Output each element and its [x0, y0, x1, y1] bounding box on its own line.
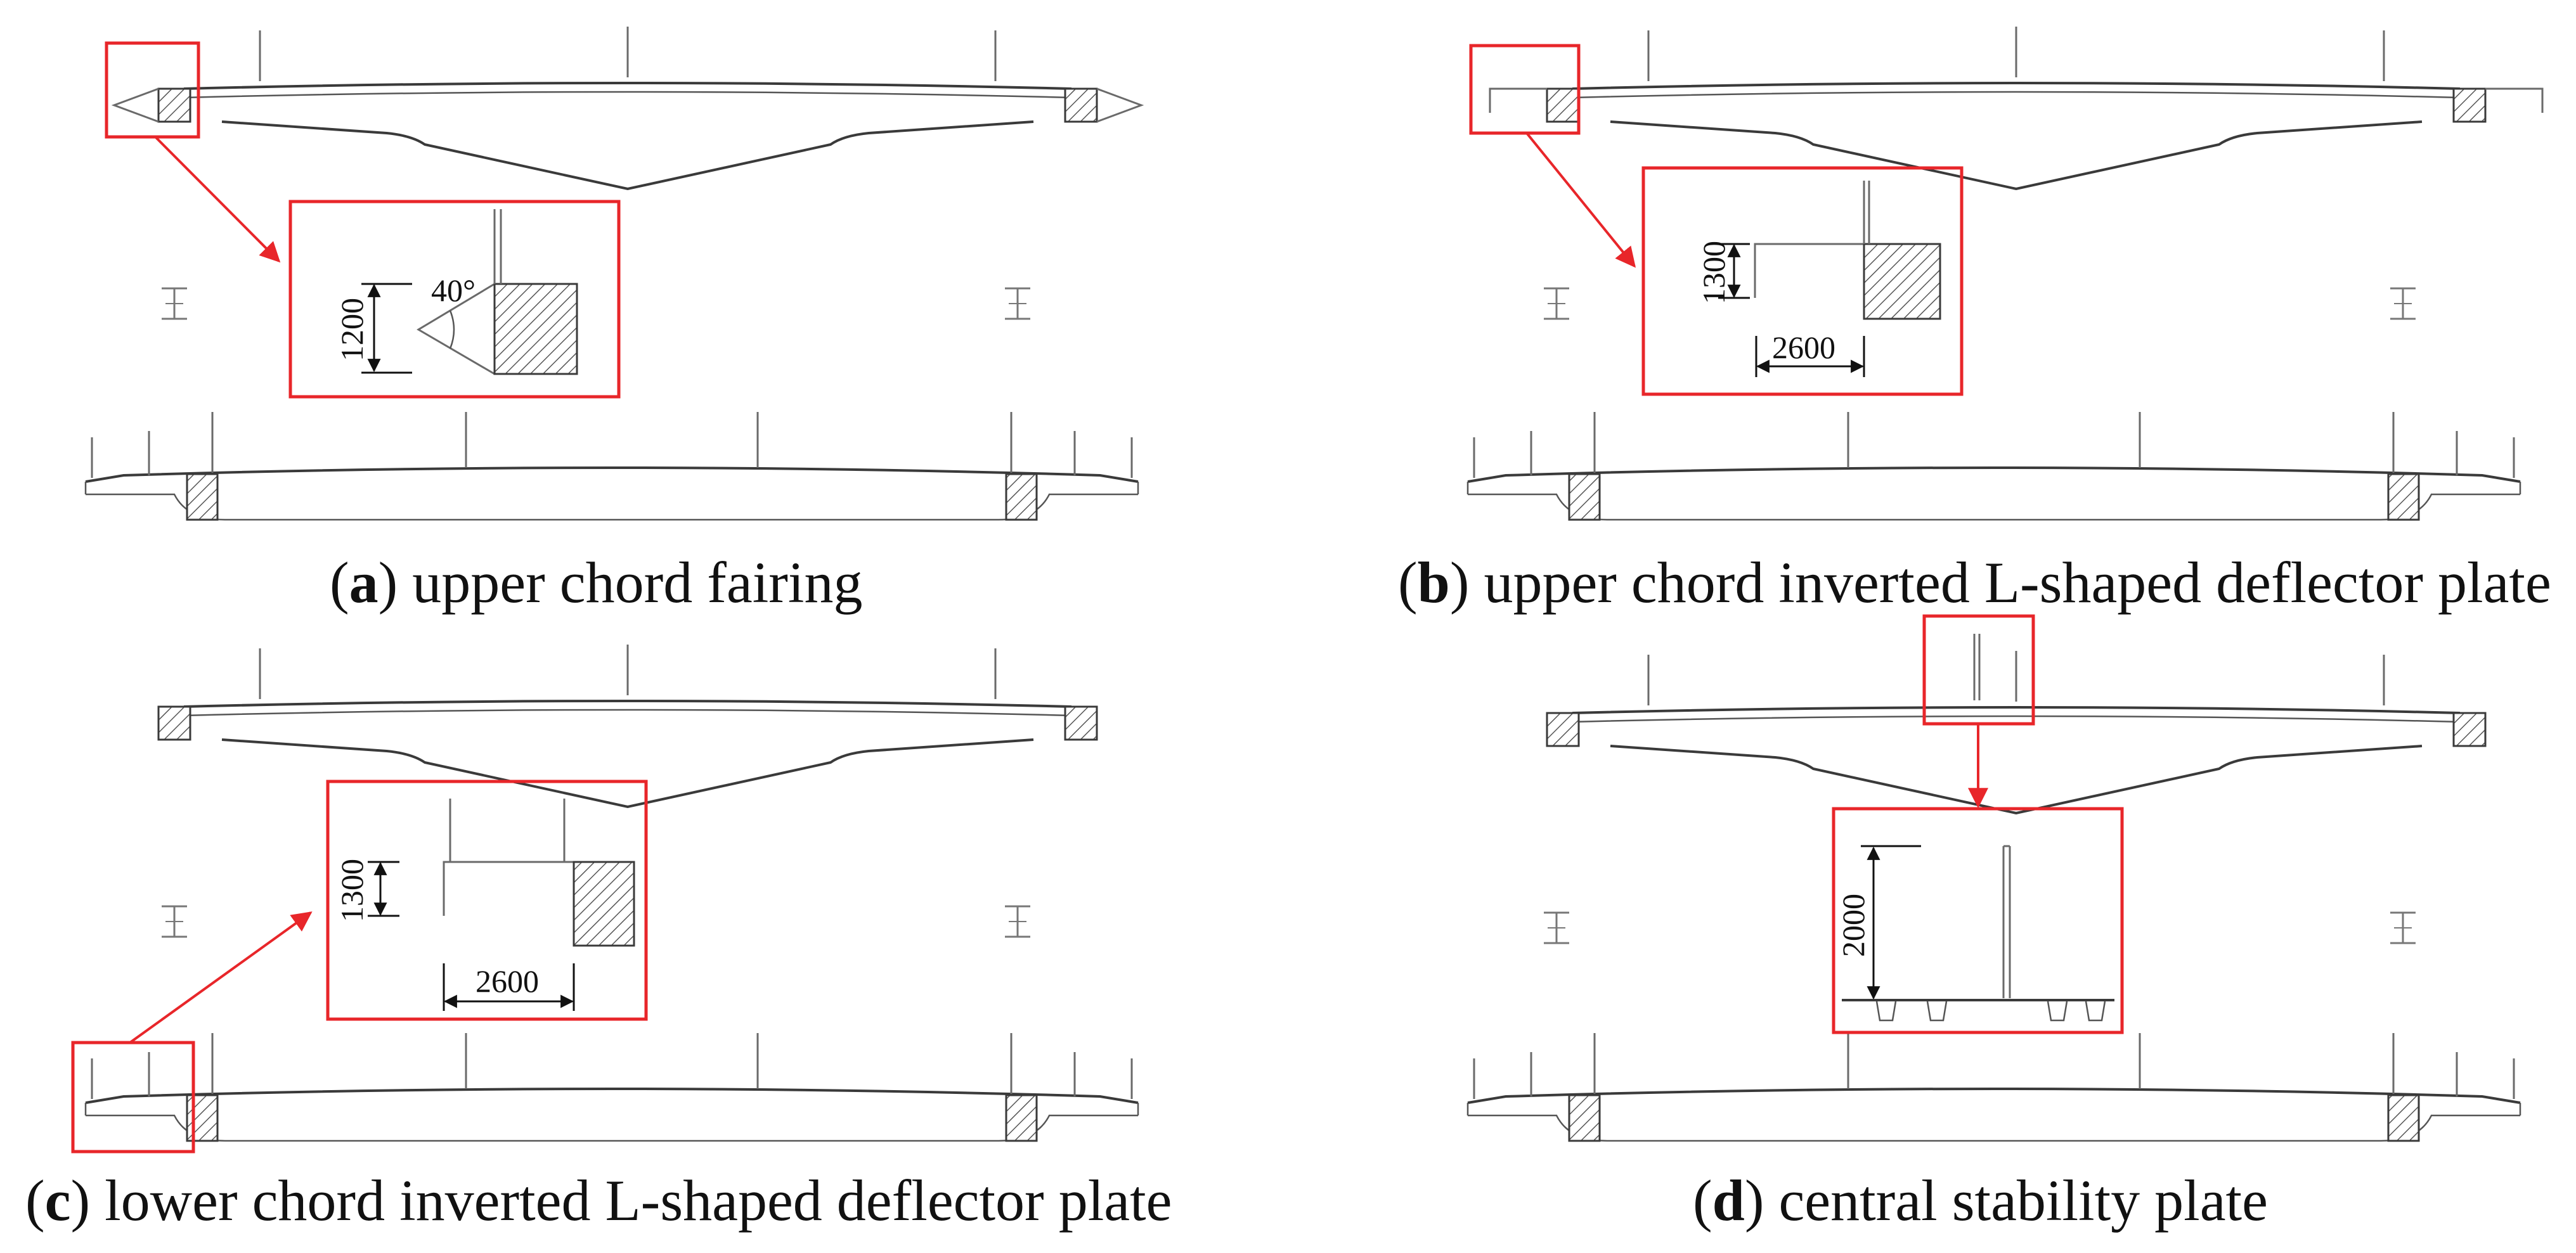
panel-d-detail: 2000 — [1832, 807, 2124, 1034]
panel-a-caption: (a) upper chord fairing — [330, 550, 862, 615]
panel-a-lower-chord — [84, 411, 1139, 521]
panel-a-upper-chord — [111, 25, 1144, 190]
panel-c-detail-box — [326, 780, 648, 1021]
panel-b-detail-box — [1641, 166, 1964, 396]
panel-b-pointer-arrow — [1525, 132, 1636, 268]
panel-a-ibeam-right — [1004, 287, 1032, 320]
panel-b-ibeam-left — [1543, 287, 1570, 320]
panel-a-detail: 1200 40° — [288, 200, 621, 399]
panel-c-lower-chord — [84, 1032, 1139, 1142]
panel-a-detail-box — [288, 200, 621, 399]
panel-c-detail: 1300 2600 — [326, 780, 648, 1021]
panel-b-height-label: 1300 — [1696, 241, 1731, 304]
panel-b-lower-chord — [1466, 411, 2521, 521]
panel-a-height-label: 1200 — [334, 298, 370, 361]
panel-c-ibeam-left — [160, 905, 188, 938]
panel-c-highlight-box — [71, 1041, 195, 1153]
panel-d-height-label: 2000 — [1835, 894, 1871, 957]
panel-d-ibeam-left — [1543, 911, 1570, 944]
panel-c-ibeam-right — [1004, 905, 1032, 938]
panel-d-lower-chord — [1466, 1032, 2521, 1142]
panel-a-pointer-arrow — [154, 136, 281, 263]
panel-b-width-label: 2600 — [1772, 330, 1835, 365]
panel-c: 1300 2600 (c) lower chord inverted L-sha… — [25, 643, 1172, 1233]
panel-b: 1300 2600 (b) upper chord inverted L-sha… — [1398, 25, 2551, 615]
panel-b-highlight-box — [1469, 44, 1581, 135]
panel-c-width-label: 2600 — [476, 963, 539, 999]
panel-d-ibeam-right — [2389, 911, 2417, 944]
panel-a-ibeam-left — [160, 287, 188, 320]
panel-b-detail: 1300 2600 — [1641, 166, 1964, 396]
panel-a-angle-label: 40° — [431, 273, 476, 308]
panel-d: 2000 (d) central stability plate — [1466, 614, 2521, 1233]
panel-b-ibeam-right — [2389, 287, 2417, 320]
panel-a-highlight-box — [105, 41, 200, 139]
panel-c-height-label: 1300 — [334, 859, 370, 922]
panel-d-detail-box — [1832, 807, 2124, 1034]
panel-c-caption: (c) lower chord inverted L-shaped deflec… — [25, 1168, 1172, 1233]
panel-a: 1200 40° (a) upper chord fairing — [84, 25, 1144, 615]
panel-d-caption: (d) central stability plate — [1693, 1168, 2268, 1233]
panel-b-caption: (b) upper chord inverted L-shaped deflec… — [1398, 550, 2551, 615]
panel-c-pointer-arrow — [129, 911, 313, 1044]
panel-b-upper-chord — [1489, 25, 2544, 190]
panel-d-upper-chord — [1546, 634, 2487, 814]
